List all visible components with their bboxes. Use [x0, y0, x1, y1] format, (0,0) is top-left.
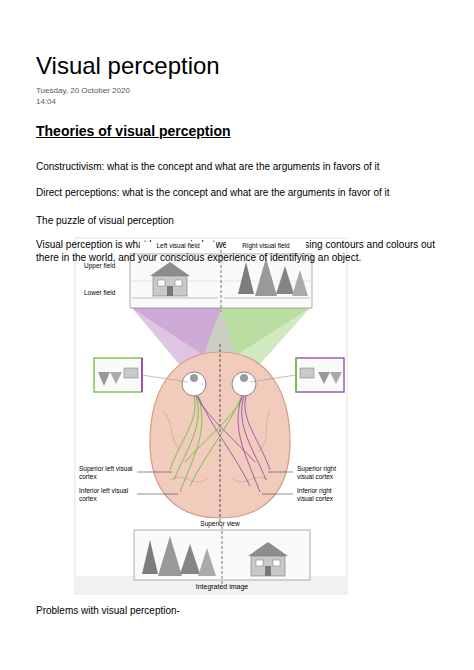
leader-lines — [137, 472, 293, 494]
retina-insets — [94, 358, 344, 392]
optic-fibres — [170, 396, 270, 492]
note-time: 14:04 — [36, 97, 56, 107]
page-title: Visual perception — [36, 52, 220, 80]
figure-label: Upper field — [84, 262, 126, 270]
body-text: Direct perceptions: what is the concept … — [36, 186, 456, 199]
figure-label: Superior right visual cortex — [297, 465, 345, 481]
figure-label: Superior left visual cortex — [79, 465, 134, 481]
body-text: Constructivism: what is the concept and … — [36, 160, 456, 173]
figure-label: Inferior left visual cortex — [79, 487, 134, 503]
note-date: Tuesday, 20 October 2020 — [36, 86, 130, 96]
figure-caption: Integrated image — [172, 582, 272, 591]
integrated-image-box — [134, 526, 310, 584]
figure-label: Right visual field — [226, 242, 306, 250]
figure-label: Left visual field — [140, 242, 216, 250]
figure-label: Lower field — [84, 289, 126, 297]
body-text: Problems with visual perception- — [36, 604, 456, 617]
figure-label: Superior view — [180, 520, 260, 528]
eyes — [182, 372, 256, 396]
figure-frame — [75, 238, 347, 594]
section-heading: Theories of visual perception — [36, 122, 231, 140]
brain-outline — [150, 344, 290, 524]
body-text: The puzzle of visual perception — [36, 214, 456, 227]
figure-label: Inferior right visual cortex — [297, 487, 345, 503]
